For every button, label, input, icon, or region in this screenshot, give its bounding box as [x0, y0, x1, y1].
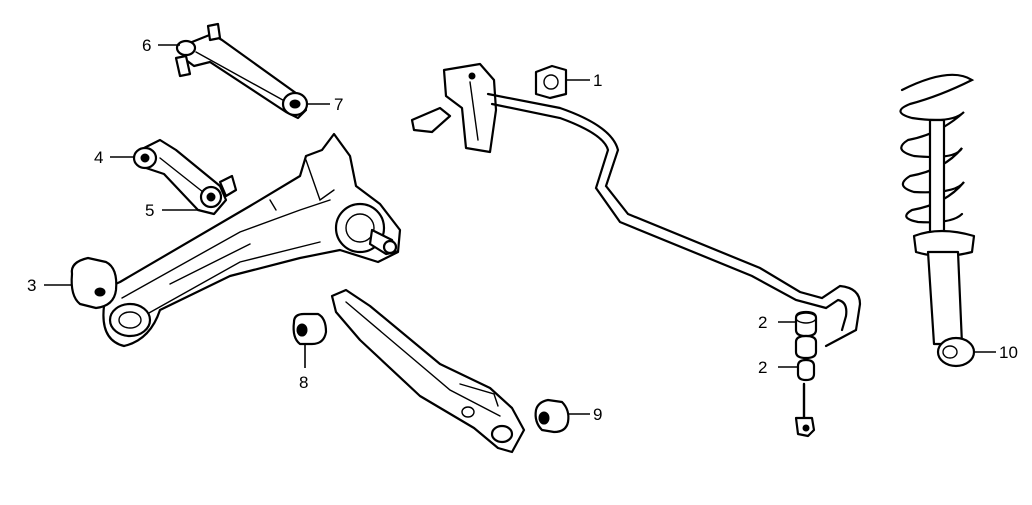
trailing-arm — [102, 132, 402, 348]
link-bushing-lower — [796, 358, 816, 382]
callout-1: 1 — [593, 71, 602, 90]
stabilizer-bar — [486, 92, 862, 348]
callout-6: 6 — [142, 36, 151, 55]
bushing-upper-arm-rear — [281, 91, 309, 117]
callout-2-lower: 2 — [758, 358, 767, 377]
stabilizer-bushing — [534, 64, 568, 100]
shock-absorber — [912, 118, 976, 368]
bushing-compensator-front — [132, 146, 158, 170]
callout-7: 7 — [334, 95, 343, 114]
callout-4: 4 — [94, 148, 103, 167]
stabilizer-bracket — [410, 62, 498, 154]
bushing-compensator-rear — [199, 185, 223, 209]
bushing-lower-arm-rear — [534, 398, 570, 434]
lower-control-arm — [330, 288, 526, 454]
stabilizer-link-bolt — [794, 382, 816, 438]
callout-10: 10 — [999, 343, 1018, 362]
callout-9: 9 — [593, 405, 602, 424]
callout-5: 5 — [145, 201, 154, 220]
link-bushing-middle — [794, 334, 818, 360]
leader-lines — [44, 44, 996, 415]
callout-8: 8 — [299, 373, 308, 392]
callout-3: 3 — [27, 276, 36, 295]
bushing-trailing-arm — [70, 256, 118, 310]
link-bushing-upper — [794, 310, 818, 338]
callout-2-upper: 2 — [758, 313, 767, 332]
upper-control-arm — [174, 22, 308, 120]
bushing-lower-arm-front — [292, 312, 328, 346]
